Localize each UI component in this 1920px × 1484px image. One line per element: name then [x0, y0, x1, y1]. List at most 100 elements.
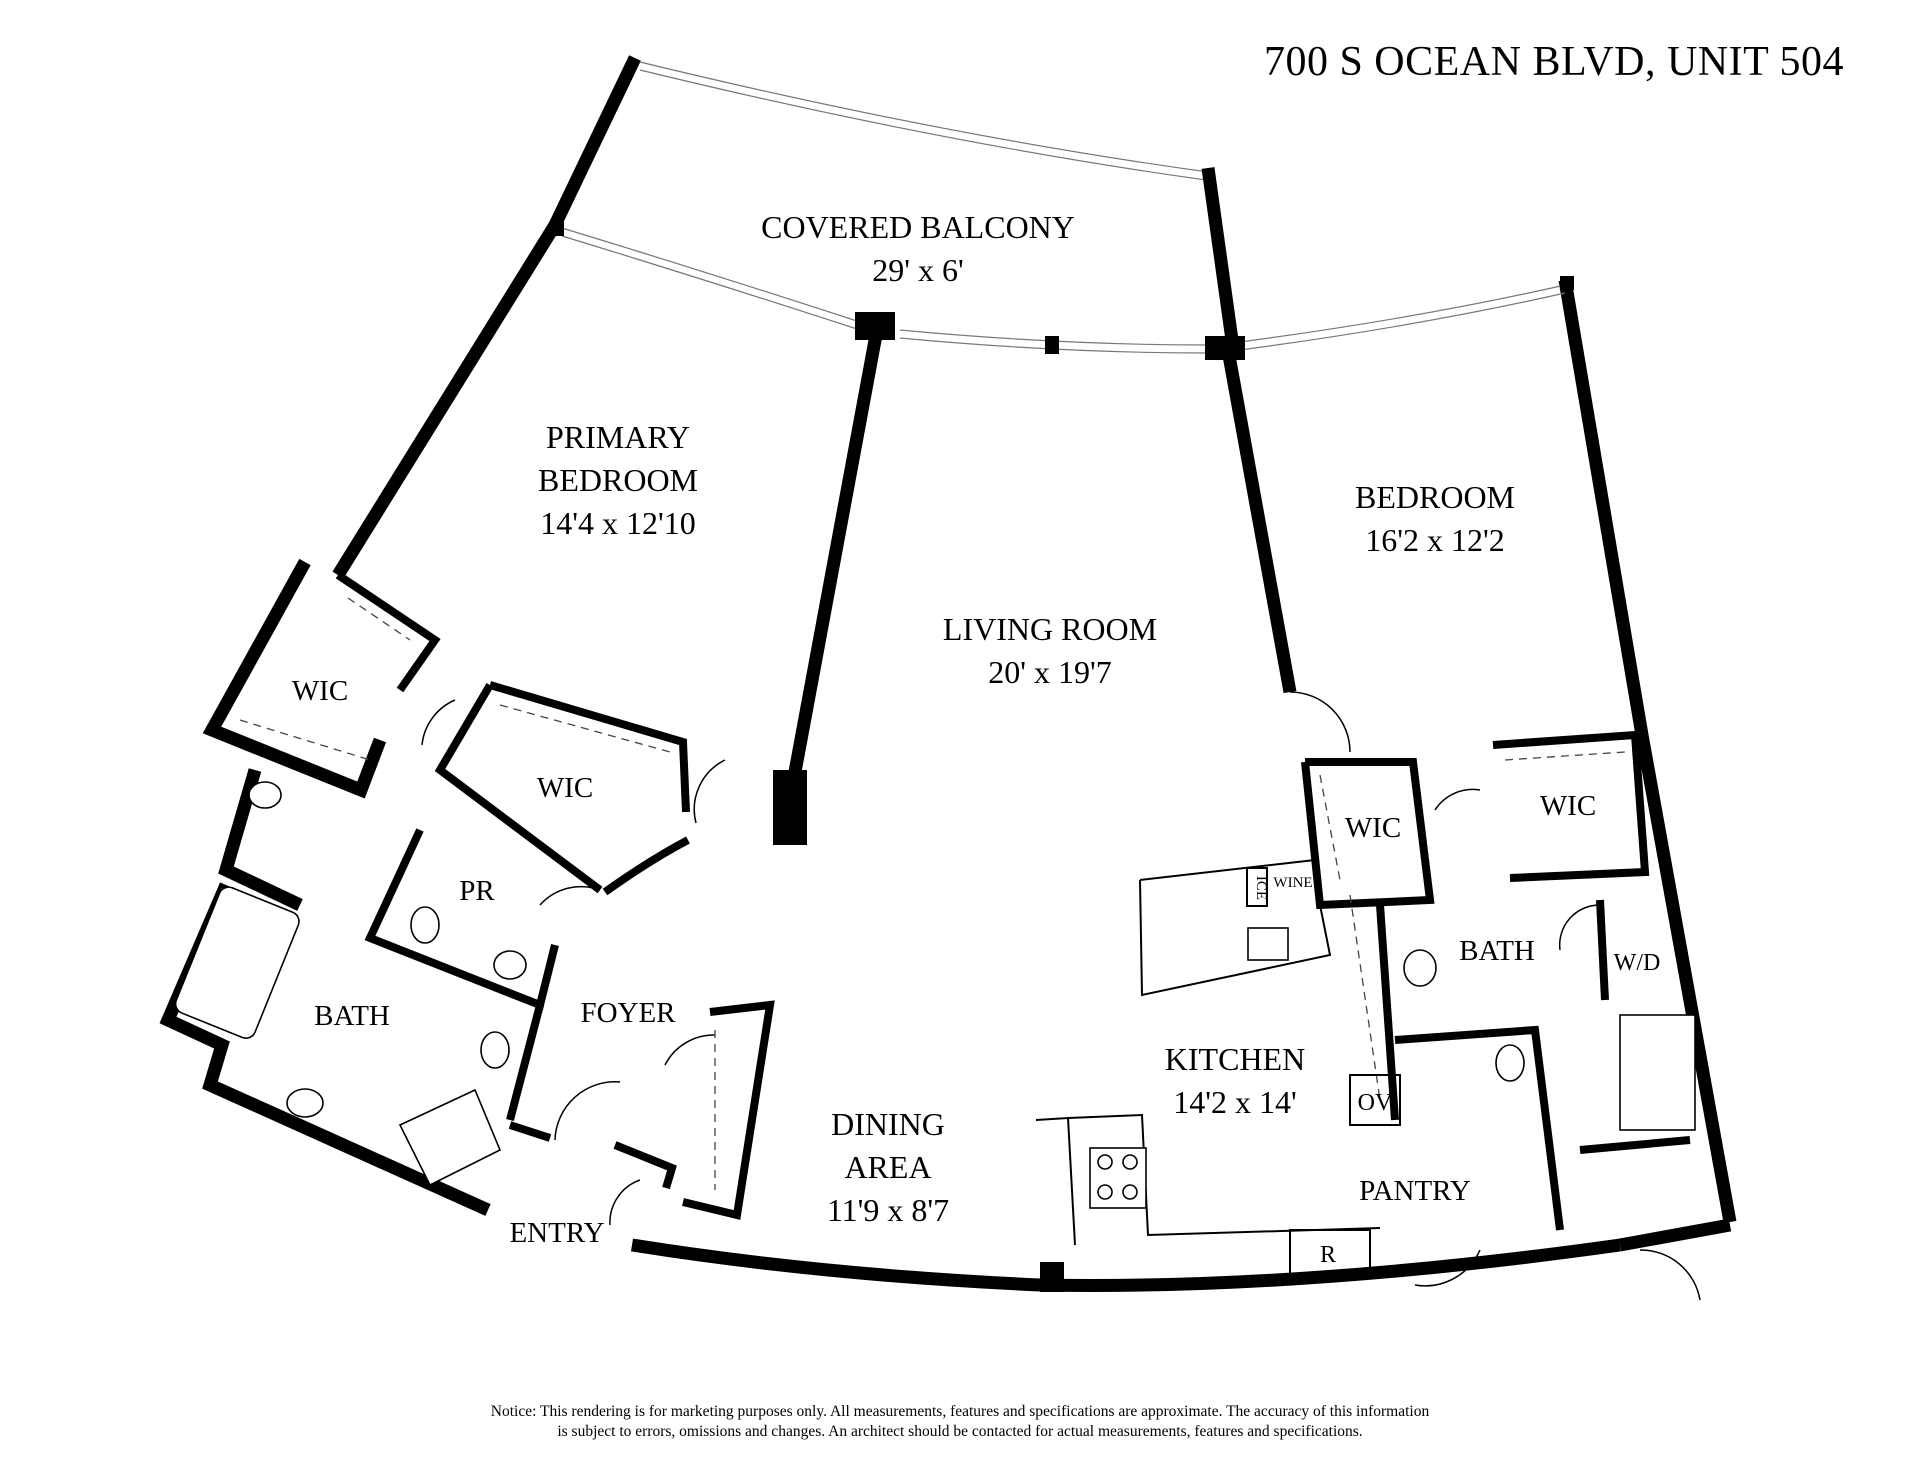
- kitchen-counters: [1035, 858, 1401, 1276]
- pantry-label: PANTRY: [1359, 1175, 1471, 1207]
- bedroom-window-inner: [1239, 292, 1566, 351]
- primary-living-partition: [775, 333, 883, 844]
- refrigerator: [1289, 1229, 1371, 1276]
- primary-bedroom-name-2: BEDROOM: [538, 462, 698, 498]
- column: [1560, 276, 1574, 290]
- balcony-west-wall: [549, 55, 641, 228]
- notice-line-2: is subject to errors, omissions and chan…: [557, 1423, 1363, 1440]
- balcony-size: 29' x 6': [872, 252, 964, 288]
- burner: [1122, 1154, 1138, 1170]
- closet-rod: [347, 597, 411, 641]
- wd-wall: [1596, 899, 1609, 1001]
- wic-west-walls: [202, 558, 387, 799]
- door-arc: [1289, 691, 1351, 753]
- shower: [398, 1088, 502, 1187]
- door-arc: [1639, 1249, 1701, 1301]
- bathtub: [174, 886, 300, 1039]
- powder-room-walls: [364, 828, 559, 1011]
- bath-east-wall: [506, 1003, 544, 1122]
- interior-walls: [335, 333, 1691, 1292]
- column: [1040, 1262, 1064, 1292]
- washer-dryer-label: W/D: [1614, 950, 1661, 976]
- primary-bedroom-size: 14'4 x 12'10: [540, 505, 696, 541]
- wic-2-west-wall: [434, 682, 603, 894]
- ice-label: ICE: [1253, 876, 1269, 900]
- wic-bed-2-label: WIC: [1540, 790, 1596, 822]
- living-room-name: LIVING ROOM: [943, 611, 1157, 647]
- unit-address-title: 700 S OCEAN BLVD, UNIT 504: [1263, 39, 1844, 85]
- counter-west: [1035, 1116, 1076, 1246]
- window-walls: [550, 222, 1574, 360]
- closet-rod: [499, 704, 671, 753]
- wic-bed-1-label: WIC: [1345, 812, 1401, 844]
- column: [1045, 336, 1059, 354]
- column: [773, 770, 807, 845]
- column: [550, 222, 564, 236]
- bath-fixtures: [174, 781, 1696, 1187]
- living-room-size: 20' x 19'7: [988, 654, 1112, 690]
- disclaimer-notice: Notice: This rendering is for marketing …: [0, 1402, 1920, 1442]
- closet-rods: [239, 597, 1626, 1190]
- bath-bedroom-label: BATH: [1459, 935, 1535, 967]
- primary-bedroom-name-1: PRIMARY: [546, 419, 690, 455]
- closet-rod: [1319, 774, 1341, 881]
- shower-wall: [1579, 1136, 1691, 1154]
- toilet: [480, 1031, 510, 1069]
- bedroom-size: 16'2 x 12'2: [1365, 522, 1505, 558]
- ice-maker: [1246, 867, 1268, 907]
- cooktop: [1089, 1147, 1147, 1209]
- sink-basin: [248, 781, 282, 809]
- closet-rod: [239, 719, 371, 761]
- bath-bed-lower-wall: [1394, 1025, 1564, 1231]
- foyer-label: FOYER: [580, 997, 676, 1029]
- kitchen-east-wall: [1376, 904, 1399, 1121]
- bath-upper-west-wall: [218, 768, 303, 911]
- toilet: [1495, 1044, 1525, 1082]
- door-arc: [664, 1034, 716, 1066]
- kitchen-size: 14'2 x 14': [1173, 1084, 1297, 1120]
- shower: [1619, 1014, 1696, 1131]
- south-wall: [630, 1238, 1621, 1292]
- door-arc: [693, 759, 726, 824]
- covered-balcony: [549, 55, 1239, 341]
- door-arc: [609, 1179, 641, 1226]
- sink-basin: [286, 1088, 324, 1118]
- entry-wall: [613, 1141, 677, 1190]
- door-arc: [1434, 788, 1481, 811]
- oven: [1349, 1074, 1401, 1126]
- burner: [1122, 1184, 1138, 1200]
- balcony-railing: [639, 61, 1209, 173]
- door-arc: [1558, 904, 1601, 951]
- kitchen-name: KITCHEN: [1165, 1041, 1305, 1077]
- dining-name-1: DINING: [831, 1106, 945, 1142]
- balcony-name: COVERED BALCONY: [761, 209, 1075, 245]
- wic-bed-1: [1301, 758, 1435, 910]
- foyer-closet: [682, 1000, 775, 1220]
- room-labels: COVERED BALCONY 29' x 6' PRIMARY BEDROOM…: [292, 209, 1661, 1268]
- doors: [421, 691, 1701, 1301]
- primary-window-inner: [561, 235, 861, 331]
- island: [1139, 858, 1332, 997]
- wic-bed-2: [1492, 730, 1650, 882]
- oven-label: OV: [1358, 1090, 1393, 1116]
- primary-window-outer: [561, 227, 861, 323]
- foyer-stub: [508, 1121, 552, 1142]
- closet-rod: [1504, 751, 1626, 761]
- dining-size: 11'9 x 8'7: [827, 1192, 949, 1228]
- door-arc: [539, 885, 601, 906]
- wic-primary-2-label: WIC: [537, 772, 593, 804]
- notice-line-1: Notice: This rendering is for marketing …: [490, 1403, 1430, 1420]
- bedroom-window-outer: [1239, 284, 1566, 343]
- wic-1-walls: [335, 571, 441, 693]
- balcony-railing-inner: [639, 69, 1207, 181]
- sink-basin: [493, 950, 527, 980]
- refrigerator-label: R: [1320, 1242, 1336, 1268]
- primary-bedroom-west-wall: [332, 221, 561, 579]
- sink-basin: [1403, 949, 1437, 987]
- bath-primary-label: BATH: [314, 1000, 390, 1032]
- door-arc: [554, 1081, 621, 1141]
- sink: [1247, 927, 1289, 961]
- burner: [1097, 1184, 1113, 1200]
- east-wall: [1558, 278, 1737, 1224]
